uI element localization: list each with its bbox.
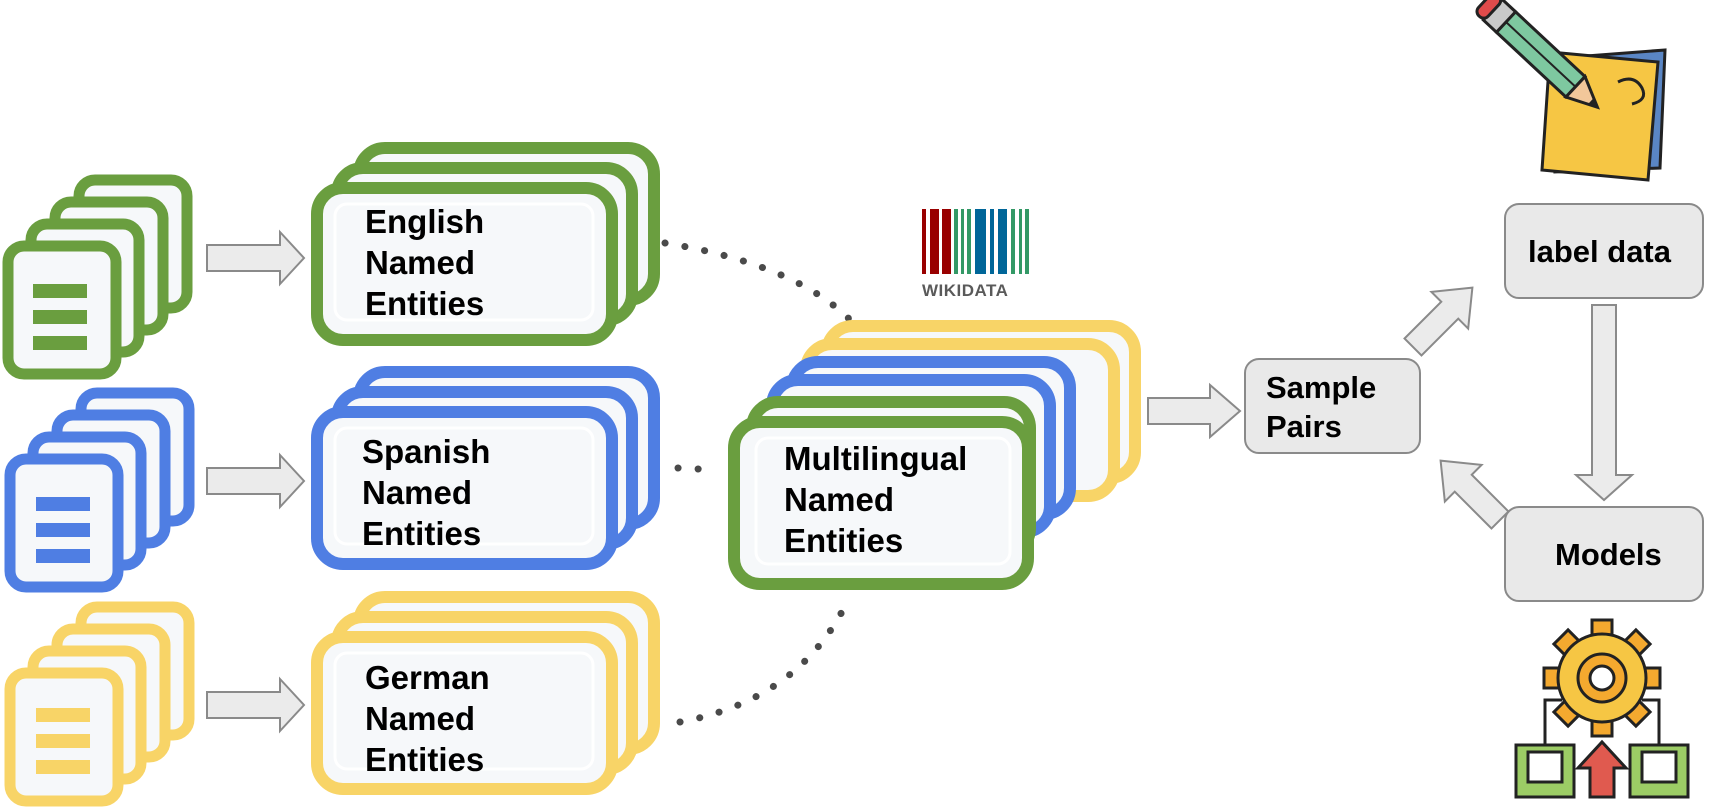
arrow-right-icon (206, 676, 306, 734)
label-data-box (1504, 203, 1704, 299)
english-document-stack (2, 174, 193, 380)
spanish-line-1: Spanish (362, 433, 490, 470)
multilingual-line-2: Named (784, 481, 894, 518)
english-line-2: Named (365, 244, 475, 281)
english-line-3: Entities (365, 285, 484, 322)
arrow-right-icon (206, 452, 306, 510)
sample-pairs-box (1244, 358, 1421, 454)
german-entity-card-stack (311, 591, 660, 795)
connector-english-multilingual (661, 239, 859, 329)
wikidata-logo: WIKIDATA (922, 209, 1029, 300)
models-label: Models (1555, 537, 1662, 572)
arrow-right-icon (1147, 382, 1242, 440)
pencil-notepad-icon (1475, 0, 1667, 182)
spanish-line-2: Named (362, 474, 472, 511)
multilingual-entities-label: Multilingual Named Entities (784, 440, 976, 559)
sample-pairs-line-2: Pairs (1266, 409, 1342, 444)
label-data-label: label data (1528, 234, 1672, 269)
spanish-entities-label: Spanish Named Entities (362, 433, 500, 552)
wikidata-barcode-icon (922, 209, 1029, 274)
arrow-up-left-icon (1439, 459, 1510, 530)
connector-spanish-multilingual (674, 464, 722, 474)
spanish-document-stack (4, 387, 195, 593)
sample-pairs-line-1: Sample (1266, 370, 1376, 405)
multilingual-line-1: Multilingual (784, 440, 967, 477)
german-document-stack (4, 601, 195, 807)
models-box (1504, 506, 1704, 602)
sample-pairs-label: Sample Pairs (1266, 370, 1385, 444)
arrow-up-right-icon (1403, 286, 1474, 357)
connector-german-multilingual (676, 596, 852, 726)
german-line-2: Named (365, 700, 475, 737)
arrow-right-icon (206, 229, 306, 287)
multilingual-line-3: Entities (784, 522, 903, 559)
german-line-1: German (365, 659, 490, 696)
multilingual-entity-card-stack (728, 320, 1141, 590)
english-entities-label: English Named Entities (365, 203, 493, 322)
wikidata-wordmark: WIKIDATA (922, 281, 1008, 300)
arrow-down-icon (1573, 304, 1635, 502)
german-line-3: Entities (365, 741, 484, 778)
dotted-connectors (661, 239, 859, 726)
english-line-1: English (365, 203, 484, 240)
spanish-entity-card-stack (311, 366, 660, 570)
spanish-line-3: Entities (362, 515, 481, 552)
gear-model-icon (1514, 618, 1690, 799)
german-entities-label: German Named Entities (365, 659, 499, 778)
english-entity-card-stack (311, 142, 660, 346)
